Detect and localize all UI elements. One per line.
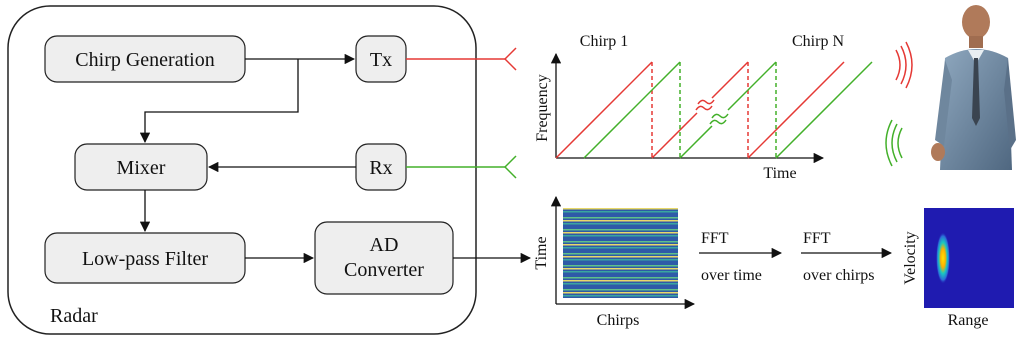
radar-frame: [7, 5, 477, 335]
matrix-stripe: [563, 226, 678, 228]
tx-chirps: [555, 61, 845, 159]
ad-converter-label-line1: AD: [370, 234, 399, 256]
matrix-stripe: [563, 277, 678, 279]
tx-label: Tx: [370, 49, 392, 71]
matrix-stripe: [563, 229, 678, 231]
matrix-stripe: [563, 283, 678, 285]
low-pass-filter-label: Low-pass Filter: [82, 248, 208, 270]
transmit-wave-icon: [895, 41, 913, 89]
rx-chirp-ramp: [775, 61, 873, 159]
fft-over-chirps-bottom: over chirps: [803, 267, 875, 284]
matrix-stripe: [563, 238, 678, 240]
matrix-stripe: [563, 274, 678, 276]
rx-label: Rx: [369, 157, 392, 179]
matrix-stripe: [563, 244, 678, 246]
matrix-stripe: [563, 271, 678, 273]
matrix-stripe: [563, 259, 678, 261]
matrix-stripe: [563, 223, 678, 225]
target-peak: [936, 232, 950, 284]
matrix-stripe: [563, 250, 678, 252]
matrix-stripe: [563, 262, 678, 264]
adc-sample-matrix: [563, 208, 678, 298]
receive-wave-icon: [885, 119, 903, 167]
chirp-n-label: Chirp N: [792, 33, 844, 50]
matrix-stripe: [563, 247, 678, 249]
matrix-stripe: [563, 286, 678, 288]
rx-chirps: [583, 61, 873, 159]
matrix-xlabel: Chirps: [597, 312, 640, 329]
map-ylabel: Velocity: [902, 231, 919, 284]
matrix-stripe: [563, 232, 678, 234]
matrix-ylabel: Time: [533, 236, 550, 269]
chirp-1-label: Chirp 1: [580, 33, 628, 50]
matrix-stripe: [563, 256, 678, 258]
matrix-stripe: [563, 292, 678, 294]
chirp-generation-label: Chirp Generation: [75, 49, 214, 71]
matrix-stripe: [563, 214, 678, 216]
tx-chirp-ramp: [711, 61, 749, 99]
matrix-stripe: [563, 211, 678, 213]
matrix-stripe: [563, 253, 678, 255]
matrix-stripe: [563, 289, 678, 291]
matrix-stripe: [563, 217, 678, 219]
radar-label: Radar: [50, 305, 98, 327]
matrix-stripe: [563, 208, 678, 210]
matrix-stripe: [563, 265, 678, 267]
chirp-plot-ylabel: Frequency: [534, 74, 551, 142]
matrix-stripe: [563, 268, 678, 270]
fft-over-time-top: FFT: [701, 230, 729, 247]
fft-over-chirps-top: FFT: [803, 230, 831, 247]
mixer-box: [74, 143, 208, 191]
rx-chirp-ramp: [583, 61, 681, 159]
rx-break-mark: [709, 113, 729, 125]
rx-antenna-icon: [504, 155, 517, 179]
fft-over-time-bottom: over time: [701, 267, 762, 284]
map-xlabel: Range: [948, 312, 989, 329]
chirp-plot-xlabel: Time: [763, 165, 796, 182]
matrix-stripe: [563, 280, 678, 282]
matrix-stripe: [563, 295, 678, 297]
mixer-label: Mixer: [117, 157, 166, 179]
tx-chirp-ramp: [555, 61, 653, 159]
tx-break-mark: [695, 99, 715, 111]
person-target-icon: [931, 5, 1016, 170]
tx-chirp-ramp: [747, 61, 845, 159]
tx-chirp-ramp: [651, 112, 698, 159]
tx-antenna-icon: [504, 47, 517, 71]
matrix-stripe: [563, 235, 678, 237]
rx-chirp-ramp: [727, 61, 777, 111]
matrix-stripe: [563, 241, 678, 243]
arrow-chirp-to-mixer: [139, 59, 299, 144]
ad-converter-box: [314, 221, 454, 295]
matrix-stripe: [563, 220, 678, 222]
ad-converter-label-line2: Converter: [344, 259, 424, 281]
rx-chirp-ramp: [679, 125, 713, 159]
